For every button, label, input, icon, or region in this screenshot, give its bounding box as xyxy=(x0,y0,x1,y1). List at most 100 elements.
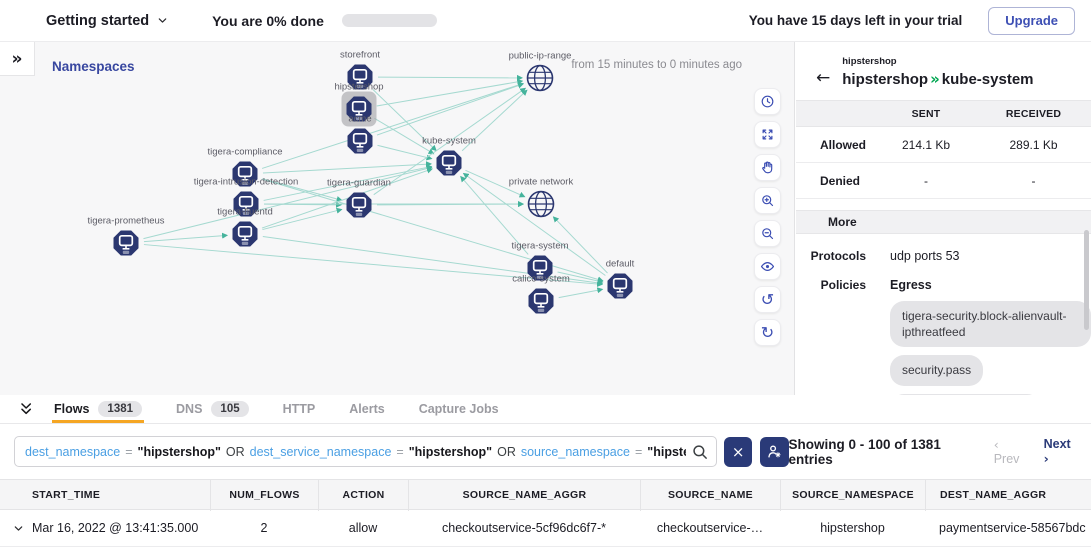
graph-tool-fit-screen-button[interactable] xyxy=(754,121,781,148)
graph-node-kube-system[interactable]: kube-system xyxy=(422,136,476,176)
graph-node-label-calico-system: calico-system xyxy=(512,274,570,285)
graph-edge-tigera-system-to-kube-system xyxy=(460,175,529,255)
policies-row: Policies Egress tigera-security.block-al… xyxy=(796,278,1091,395)
graph-edge-default-to-kube-system xyxy=(462,172,606,276)
tab-label: Capture Jobs xyxy=(418,402,499,416)
graph-edge-storefront-to-public-ip-range xyxy=(377,74,524,81)
next-page-button[interactable]: Next › xyxy=(1043,437,1071,466)
graph-edge-tigera-compliance-to-kube-system xyxy=(262,161,433,174)
column-header-source_name[interactable]: SOURCE_NAME xyxy=(640,480,780,511)
graph-tool-zoom-in-button[interactable] xyxy=(754,187,781,214)
time-range-label: from 15 minutes to 0 minutes ago xyxy=(571,59,742,71)
person-gear-icon xyxy=(768,445,781,458)
graph-node-tigera-intrusion-detection[interactable]: tigera-intrusion-detection xyxy=(194,177,299,217)
service-graph-panel: storefront public-ip-range hipstershop acme… xyxy=(0,42,795,395)
graph-node-storefront[interactable]: storefront xyxy=(340,50,380,90)
graph-tool-undo-button[interactable]: ↺ xyxy=(754,286,781,313)
upgrade-button[interactable]: Upgrade xyxy=(988,6,1075,35)
graph-node-label-storefront: storefront xyxy=(340,50,380,61)
pan-hand-icon xyxy=(762,161,773,174)
getting-started-menu[interactable]: Getting started xyxy=(46,13,168,29)
clear-filter-button[interactable]: × xyxy=(724,436,753,467)
pagination: Showing 0 - 100 of 1381 entries ‹ Prev N… xyxy=(789,437,1077,467)
graph-node-label-tigera-guardian: tigera-guardian xyxy=(327,178,391,189)
expand-side-panel-button[interactable]: » xyxy=(0,42,35,76)
prev-page-button[interactable]: ‹ Prev xyxy=(993,437,1020,466)
column-header-source_name_aggr[interactable]: SOURCE_NAME_AGGR xyxy=(408,480,640,511)
scrollbar-thumb[interactable] xyxy=(1084,230,1089,330)
graph-node-calico-system[interactable]: calico-system xyxy=(512,274,570,314)
graph-tool-clock-button[interactable] xyxy=(754,88,781,115)
cell-source_name: checkoutservice-… xyxy=(656,521,764,535)
graph-edge-tigera-guardian-to-public-ip-range xyxy=(373,87,527,196)
tab-label: Flows xyxy=(54,402,90,416)
egress-label: Egress xyxy=(890,278,932,292)
graph-node-tigera-system[interactable]: tigera-system xyxy=(511,241,569,281)
namespace-graph[interactable]: storefront public-ip-range hipstershop acme… xyxy=(0,42,795,395)
received-value: 289.1 Kb xyxy=(1009,137,1058,152)
tab-alerts[interactable]: Alerts xyxy=(347,395,386,423)
graph-toolbar: ↺↻ xyxy=(754,88,781,346)
query-segment-key: source_namespace xyxy=(520,444,630,459)
collapse-drawer-button[interactable] xyxy=(0,395,52,423)
graph-edge-tigera-compliance-to-public-ip-range xyxy=(261,82,524,169)
traffic-row-allowed: Allowed 214.1 Kb 289.1 Kb xyxy=(796,127,1091,163)
progress-bar xyxy=(341,14,437,27)
graph-node-private-network[interactable]: private network xyxy=(509,177,574,218)
traffic-row-label: Allowed xyxy=(820,137,867,152)
user-settings-button[interactable] xyxy=(760,436,789,467)
expand-row-chevron-icon[interactable] xyxy=(13,523,24,534)
graph-edge-tigera-guardian-to-private-network xyxy=(376,201,525,208)
graph-tool-visibility-button[interactable] xyxy=(754,253,781,280)
graph-node-label-tigera-compliance: tigera-compliance xyxy=(208,147,283,158)
graph-edge-hipstershop-to-kube-system xyxy=(374,117,435,155)
graph-tool-refresh-button[interactable]: ↻ xyxy=(754,319,781,346)
showing-entries-label: Showing 0 - 100 of 1381 entries xyxy=(788,436,941,467)
graph-node-tigera-compliance[interactable]: tigera-compliance xyxy=(208,147,283,187)
graph-node-public-ip-range[interactable]: public-ip-range xyxy=(509,51,572,92)
graph-node-label-tigera-prometheus: tigera-prometheus xyxy=(87,216,164,227)
graph-tool-pan-hand-button[interactable] xyxy=(754,154,781,181)
column-header-action[interactable]: ACTION xyxy=(318,480,408,511)
graph-node-hipstershop[interactable]: hipstershop xyxy=(334,82,384,127)
refresh-icon: ↻ xyxy=(760,322,775,342)
edge-source: hipstershop xyxy=(842,71,929,88)
policy-chip[interactable]: platform.allow-kube-dns xyxy=(890,393,1042,395)
column-header-num_flows[interactable]: NUM_FLOWS xyxy=(210,480,318,511)
graph-edge-acme-to-public-ip-range xyxy=(376,82,524,136)
graph-node-tigera-fluentd[interactable]: tigera-fluentd xyxy=(217,207,273,247)
column-header-start_time[interactable]: START_TIME xyxy=(32,489,101,501)
graph-node-label-hipstershop: hipstershop xyxy=(334,82,383,93)
protocols-row: Protocols udp ports 53 xyxy=(796,249,1091,263)
graph-edge-tigera-fluentd-to-kube-system xyxy=(261,167,433,229)
cell-source_namespace: hipstershop xyxy=(820,521,885,535)
graph-node-label-private-network: private network xyxy=(509,177,574,188)
back-arrow-icon[interactable]: ← xyxy=(816,68,831,88)
column-header-dest_name_aggr[interactable]: DEST_NAME_AGGR xyxy=(925,480,1091,511)
graph-tool-zoom-out-button[interactable] xyxy=(754,220,781,247)
zoom-out-icon xyxy=(762,228,774,240)
search-icon[interactable] xyxy=(691,443,709,461)
graph-edge-kube-system-to-public-ip-range xyxy=(461,89,528,152)
detail-header: ← hipstershop hipstershop»kube-system xyxy=(796,42,1091,100)
more-section-header: More xyxy=(796,210,1091,234)
column-header-source_namespace[interactable]: SOURCE_NAMESPACE xyxy=(780,480,925,511)
graph-node-tigera-guardian[interactable]: tigera-guardian xyxy=(327,178,391,218)
graph-node-default[interactable]: default xyxy=(606,259,635,299)
graph-edge-storefront-to-kube-system xyxy=(372,89,437,152)
tab-capture-jobs[interactable]: Capture Jobs xyxy=(417,395,501,423)
policy-chip[interactable]: tigera-security.block-alienvault-ipthrea… xyxy=(890,301,1091,348)
cell-dest_name_aggr: paymentservice-58567bdc xyxy=(939,521,1086,535)
tab-http[interactable]: HTTP xyxy=(281,395,318,423)
graph-node-tigera-prometheus[interactable]: tigera-prometheus xyxy=(87,216,165,256)
graph-node-acme[interactable]: acme xyxy=(347,114,373,154)
graph-edge-tigera-prometheus-to-kube-system xyxy=(143,165,433,240)
policy-chip[interactable]: security.pass xyxy=(890,355,984,386)
